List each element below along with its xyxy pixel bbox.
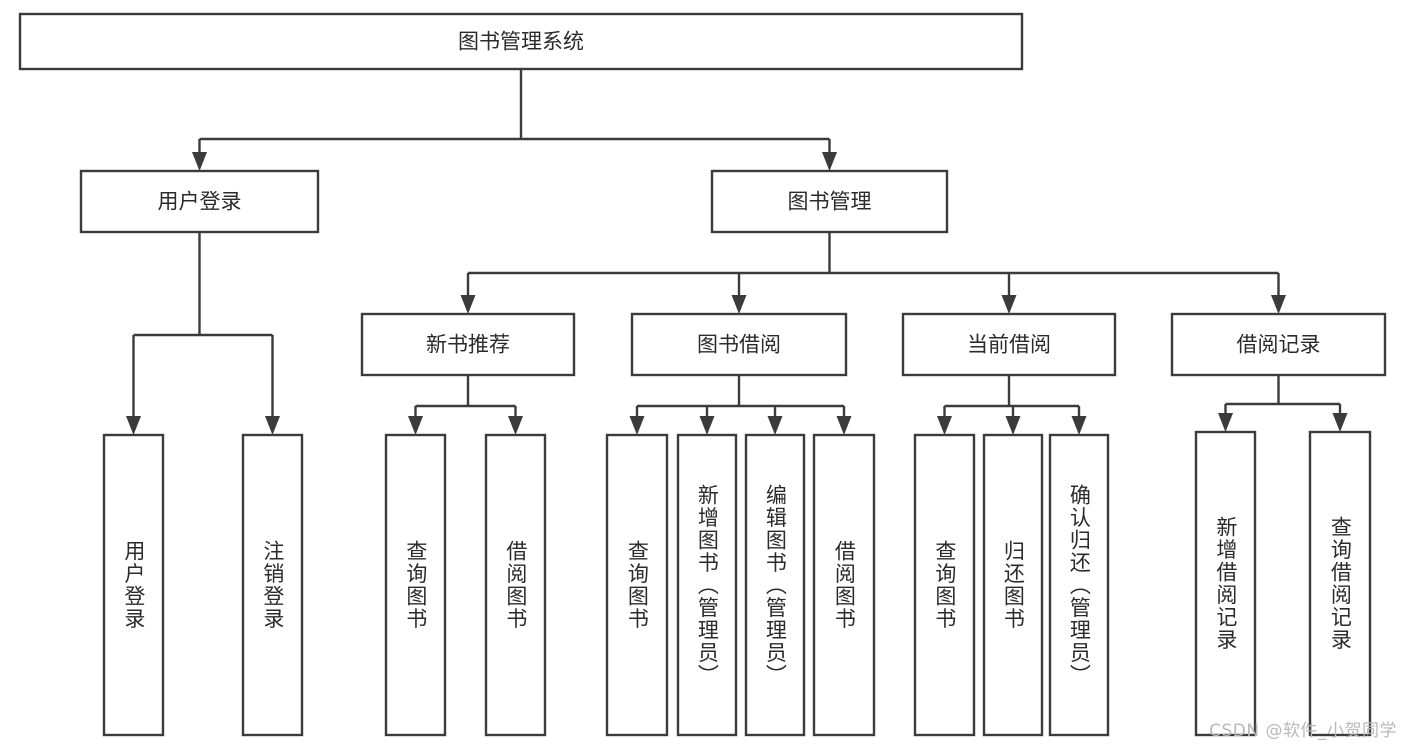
node-leaf-add-record[interactable] <box>1194 430 1257 737</box>
watermark-text: CSDN @软件_小贺同学 <box>1209 721 1397 741</box>
node-leaf-query-record[interactable] <box>1308 430 1372 737</box>
node-borrow-record-label: 借阅记录 <box>1237 333 1321 357</box>
node-leaf-query-book-2-rect <box>605 433 669 737</box>
node-leaf-borrow-book-2-rect <box>812 433 876 737</box>
node-leaf-edit-book[interactable] <box>744 433 806 737</box>
node-leaf-add-book[interactable] <box>676 433 738 737</box>
node-leaf-confirm-return[interactable] <box>1048 433 1110 737</box>
arrow-down-icon <box>408 416 423 435</box>
node-book-manage-label: 图书管理 <box>788 190 872 214</box>
node-new-book-recommend-label: 新书推荐 <box>426 333 510 357</box>
node-book-manage[interactable]: 图书管理 <box>710 169 949 234</box>
node-borrow-record[interactable]: 借阅记录 <box>1170 312 1387 377</box>
node-leaf-return-book-rect <box>982 433 1044 737</box>
arrow-down-icon <box>192 152 207 171</box>
node-leaf-return-book[interactable] <box>982 433 1044 737</box>
node-user-login-rect <box>79 169 320 234</box>
node-leaf-user-logout-rect <box>241 433 304 737</box>
node-leaf-user-login[interactable] <box>102 433 165 737</box>
node-leaf-borrow-book-2[interactable] <box>812 433 876 737</box>
node-root-rect <box>18 12 1024 71</box>
arrow-down-icon <box>126 416 141 435</box>
arrow-down-icon <box>1001 295 1017 314</box>
node-leaf-query-book-3[interactable] <box>913 433 976 737</box>
arrow-down-icon <box>731 295 747 314</box>
node-leaf-edit-book-rect <box>744 433 806 737</box>
node-book-borrow[interactable]: 图书借阅 <box>630 312 848 377</box>
arrow-down-icon <box>1332 413 1348 432</box>
arrow-down-icon <box>460 295 476 314</box>
node-book-borrow-label: 图书借阅 <box>697 333 781 357</box>
arrow-down-icon <box>699 416 715 435</box>
node-leaf-user-login-rect <box>102 433 165 737</box>
arrow-down-icon <box>1218 413 1233 432</box>
node-leaf-add-record-rect <box>1194 430 1257 737</box>
arrow-down-icon <box>1071 416 1087 435</box>
node-new-book-recommend[interactable]: 新书推荐 <box>360 312 576 377</box>
arrow-down-icon <box>937 416 952 435</box>
node-leaf-borrow-book-1-rect <box>484 433 547 737</box>
node-user-login-label: 用户登录 <box>158 190 242 214</box>
node-current-borrow-label: 当前借阅 <box>967 333 1051 357</box>
node-leaf-add-book-rect <box>676 433 738 737</box>
node-current-borrow[interactable]: 当前借阅 <box>901 312 1117 377</box>
arrow-down-icon <box>629 416 645 435</box>
arrow-down-icon <box>836 416 852 435</box>
arrow-down-icon <box>767 416 783 435</box>
arrow-down-icon <box>265 416 280 435</box>
node-user-login[interactable]: 用户登录 <box>79 169 320 234</box>
arrow-down-icon <box>1005 416 1021 435</box>
node-leaf-query-book-3-rect <box>913 433 976 737</box>
arrow-down-icon <box>508 416 523 435</box>
node-leaf-query-record-rect <box>1308 430 1372 737</box>
arrow-down-icon <box>822 152 837 171</box>
node-root[interactable]: 图书管理系统 <box>18 12 1024 71</box>
node-new-book-recommend-rect <box>360 312 576 377</box>
node-root-label: 图书管理系统 <box>458 30 584 54</box>
node-leaf-query-book-1[interactable] <box>384 433 447 737</box>
node-leaf-borrow-book-1[interactable] <box>484 433 547 737</box>
arrow-down-icon <box>1271 295 1286 314</box>
node-leaf-query-book-2[interactable] <box>605 433 669 737</box>
node-leaf-user-logout[interactable] <box>241 433 304 737</box>
node-leaf-confirm-return-rect <box>1048 433 1110 737</box>
node-current-borrow-rect <box>901 312 1117 377</box>
node-leaf-query-book-1-rect <box>384 433 447 737</box>
